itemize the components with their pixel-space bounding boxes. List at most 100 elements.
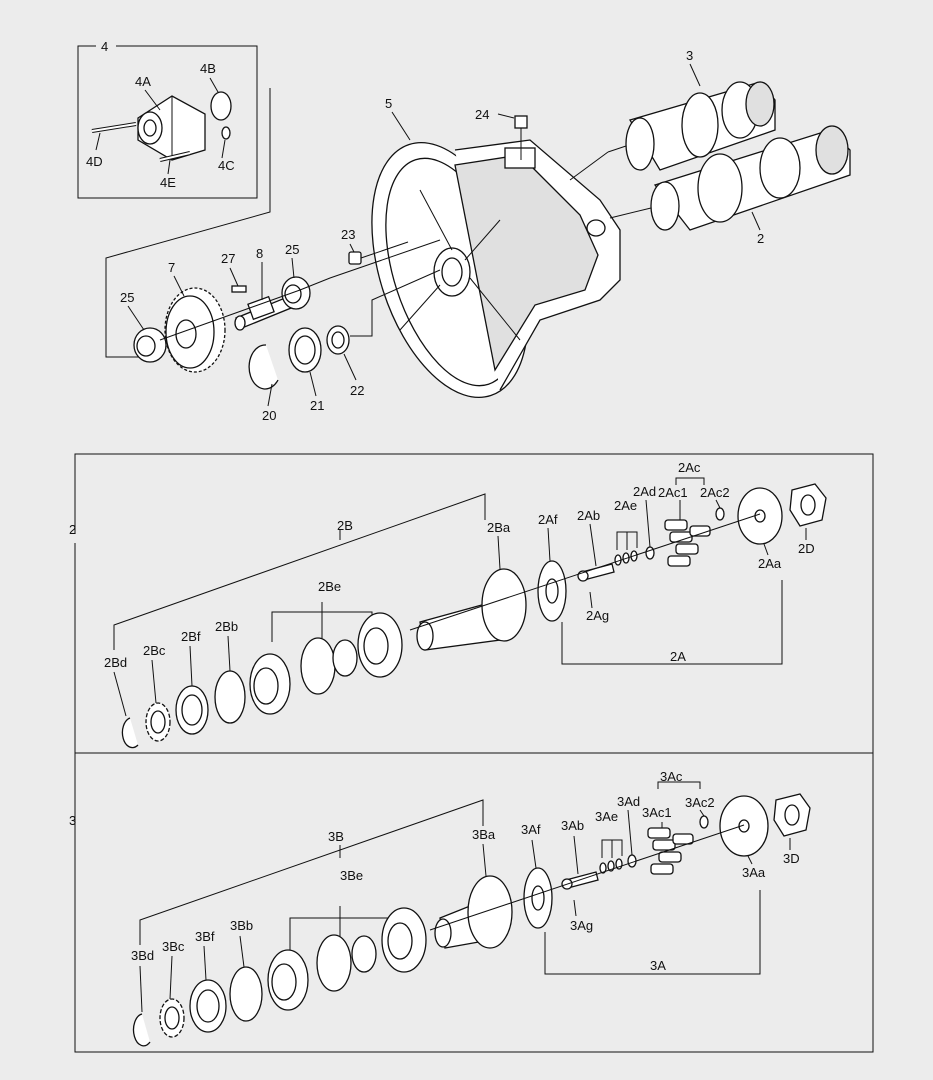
part-4B-o-ring xyxy=(210,91,232,121)
label-3Bf: 3Bf xyxy=(195,929,215,944)
label-2B: 2B xyxy=(337,518,353,533)
label-2A: 2A xyxy=(670,649,686,664)
section-2-frame: 2 xyxy=(69,453,874,754)
label-3Aa: 3Aa xyxy=(742,865,766,880)
label-section-3: 3 xyxy=(69,813,76,828)
label-section-2: 2 xyxy=(69,522,76,537)
part-2Bc-nut xyxy=(145,702,171,742)
part-2Ac2-ring xyxy=(715,507,725,521)
part-2Bd-snap-ring xyxy=(121,717,139,749)
label-2Af: 2Af xyxy=(538,512,558,527)
part-3Ba-shaft xyxy=(434,875,513,949)
label-20: 20 xyxy=(262,408,276,423)
bracket-3B xyxy=(139,799,484,945)
part-2Be-bearing-d xyxy=(357,612,403,678)
label-23: 23 xyxy=(341,227,355,242)
label-3Ag: 3Ag xyxy=(570,918,593,933)
label-2Ac1: 2Ac1 xyxy=(658,485,688,500)
label-3Ae: 3Ae xyxy=(595,809,618,824)
part-4D-bolt xyxy=(91,122,137,133)
group-4-frame: 4 xyxy=(77,39,258,199)
label-2Bf: 2Bf xyxy=(181,629,201,644)
label-2Ab: 2Ab xyxy=(577,508,600,523)
label-3Ac: 3Ac xyxy=(660,769,683,784)
part-2Bf-collar xyxy=(175,685,209,735)
label-24: 24 xyxy=(475,107,489,122)
bracket-2B xyxy=(113,493,486,650)
label-21: 21 xyxy=(310,398,324,413)
label-25-right: 25 xyxy=(285,242,299,257)
label-3-top: 3 xyxy=(686,48,693,63)
leader-lines-2 xyxy=(113,499,807,717)
label-2Ae: 2Ae xyxy=(614,498,637,513)
part-2Be-bearing-a xyxy=(249,653,291,715)
label-3A: 3A xyxy=(650,958,666,973)
assembly-axis-2 xyxy=(409,513,761,631)
part-20-snap-ring xyxy=(248,344,279,390)
label-3Ac2: 3Ac2 xyxy=(685,795,715,810)
part-4E-bolt xyxy=(159,151,191,162)
label-2Bc: 2Bc xyxy=(143,643,166,658)
part-2Bb-ring xyxy=(214,670,246,724)
part-4C-o-ring xyxy=(221,126,231,140)
label-4A: 4A xyxy=(135,74,151,89)
part-3Be-bearing-d xyxy=(381,907,427,973)
label-8: 8 xyxy=(256,246,263,261)
part-3Bf-collar xyxy=(189,979,227,1033)
leader-lines-3 xyxy=(139,809,791,1013)
bracket-3A xyxy=(544,890,761,975)
label-3Bb: 3Bb xyxy=(230,918,253,933)
part-5-housing xyxy=(371,139,621,399)
label-22: 22 xyxy=(350,383,364,398)
label-25-left: 25 xyxy=(120,290,134,305)
label-7: 7 xyxy=(168,260,175,275)
part-24-bolt xyxy=(514,115,528,160)
part-3Aa-cylinder-block xyxy=(719,795,769,857)
part-2D-valve-plate xyxy=(789,483,827,527)
connector-line-22 xyxy=(350,269,441,337)
label-3B: 3B xyxy=(328,829,344,844)
part-3Bc-nut xyxy=(159,998,185,1038)
label-2D: 2D xyxy=(798,541,815,556)
part-2Ba-shaft xyxy=(416,568,527,651)
label-4: 4 xyxy=(101,39,108,54)
label-2Be: 2Be xyxy=(318,579,341,594)
label-2Aa: 2Aa xyxy=(758,556,782,571)
part-3Be-ring-c xyxy=(351,935,377,973)
label-5: 5 xyxy=(385,96,392,111)
section-3-frame: 3 xyxy=(69,753,874,1053)
part-2-cartridge xyxy=(609,125,851,231)
label-3Ac1: 3Ac1 xyxy=(642,805,672,820)
assembly-axis-3 xyxy=(429,824,745,931)
label-4E: 4E xyxy=(160,175,176,190)
label-3Be: 3Be xyxy=(340,868,363,883)
part-2Ac1-pistons xyxy=(664,519,711,567)
label-2Ba: 2Ba xyxy=(487,520,511,535)
label-2Ac2: 2Ac2 xyxy=(700,485,730,500)
label-27: 27 xyxy=(221,251,235,266)
leader-lines-top xyxy=(95,63,761,407)
label-3Ba: 3Ba xyxy=(472,827,496,842)
label-3Ad: 3Ad xyxy=(617,794,640,809)
bracket-2A xyxy=(561,580,783,665)
part-2Ad-washer xyxy=(645,546,655,560)
label-3Af: 3Af xyxy=(521,822,541,837)
label-2Bb: 2Bb xyxy=(215,619,238,634)
label-2-top: 2 xyxy=(757,231,764,246)
part-3Be-bearing-a xyxy=(267,949,309,1011)
part-3Be-ring-b xyxy=(316,934,352,992)
bracket-2Ac xyxy=(675,477,705,485)
part-8-shaft xyxy=(234,295,297,331)
assembly-axis-top xyxy=(159,239,441,341)
part-2Be-ring-c xyxy=(332,639,358,677)
part-27-key xyxy=(231,285,247,293)
part-3Af-plate xyxy=(523,867,553,929)
part-2Aa-cylinder-block xyxy=(737,487,783,545)
part-3Ab-pin xyxy=(561,871,599,890)
part-25-bearing-right xyxy=(281,276,311,310)
label-2Bd: 2Bd xyxy=(104,655,127,670)
part-21-ring xyxy=(288,327,322,373)
label-3D: 3D xyxy=(783,851,800,866)
label-2Ag: 2Ag xyxy=(586,608,609,623)
part-7-gear xyxy=(164,287,226,373)
